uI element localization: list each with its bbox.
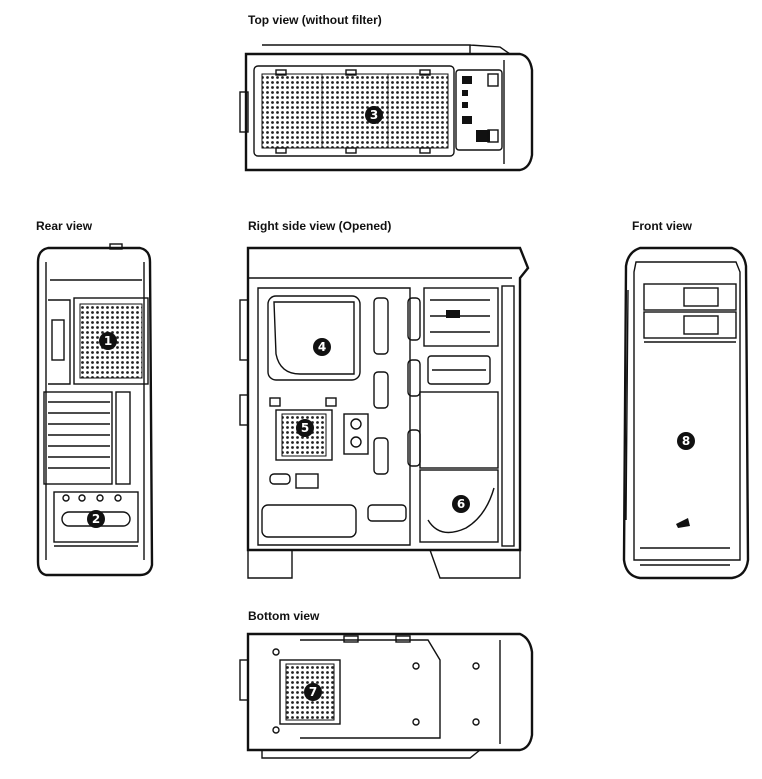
marker-6: 6 [452, 495, 470, 513]
bottom-view-drawing: 7 [239, 632, 534, 759]
svg-text:6: 6 [457, 497, 465, 511]
svg-text:8: 8 [682, 434, 690, 448]
marker-8: 8 [677, 432, 695, 450]
marker-4: 4 [313, 338, 331, 356]
marker-5: 5 [296, 419, 314, 437]
marker-3: 3 [365, 106, 383, 124]
top-view-label: Top view (without filter) [248, 13, 382, 27]
bottom-view-label: Bottom view [248, 609, 320, 623]
rear-view-label: Rear view [36, 219, 93, 233]
rear-view-drawing: 1 2 [36, 243, 154, 577]
svg-text:5: 5 [301, 421, 309, 435]
front-view-drawing: 8 [622, 246, 750, 580]
side-view-label: Right side view (Opened) [248, 219, 392, 233]
svg-text:1: 1 [104, 334, 112, 348]
svg-text:4: 4 [318, 340, 326, 354]
svg-text:3: 3 [370, 108, 378, 122]
svg-text:7: 7 [309, 685, 317, 699]
front-view-label: Front view [632, 219, 693, 233]
marker-2: 2 [87, 510, 105, 528]
svg-text:2: 2 [92, 512, 100, 526]
marker-7: 7 [304, 683, 322, 701]
side-view-drawing: 4 5 6 [239, 246, 530, 579]
top-view-drawing: 3 [239, 44, 534, 172]
marker-1: 1 [99, 332, 117, 350]
